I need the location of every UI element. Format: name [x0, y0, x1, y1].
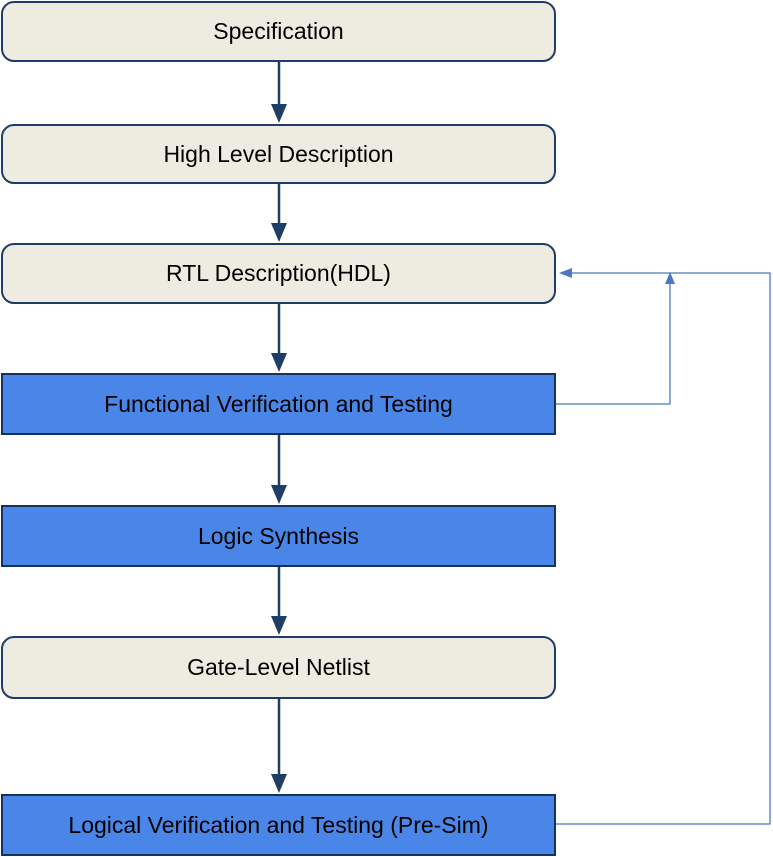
- step-label: Logical Verification and Testing (Pre-Si…: [68, 811, 489, 838]
- arrow-down-5: [271, 567, 287, 635]
- step-label: Gate-Level Netlist: [187, 654, 370, 680]
- step-label: High Level Description: [163, 140, 394, 167]
- step-high-level-description: High Level Description: [1, 124, 556, 184]
- step-label: RTL Description(HDL): [166, 260, 391, 286]
- feedback-arrowhead-up: [665, 272, 675, 284]
- arrow-down-3: [271, 304, 287, 372]
- arrow-down-6: [271, 699, 287, 793]
- arrow-down-2: [271, 184, 287, 242]
- step-rtl-description: RTL Description(HDL): [1, 243, 556, 304]
- step-label: Functional Verification and Testing: [104, 390, 453, 417]
- step-functional-verification: Functional Verification and Testing: [1, 373, 556, 435]
- step-logical-verification: Logical Verification and Testing (Pre-Si…: [1, 794, 556, 856]
- step-gate-level-netlist: Gate-Level Netlist: [1, 636, 556, 699]
- arrow-down-1: [271, 62, 287, 123]
- step-specification: Specification: [1, 1, 556, 62]
- step-logic-synthesis: Logic Synthesis: [1, 505, 556, 567]
- step-label: Specification: [213, 18, 344, 44]
- feedback-arrowhead-left: [559, 268, 572, 278]
- arrow-down-4: [271, 435, 287, 504]
- step-label: Logic Synthesis: [197, 522, 360, 549]
- feedback-line-logical: [556, 272, 771, 825]
- feedback-line-functional: [556, 282, 671, 405]
